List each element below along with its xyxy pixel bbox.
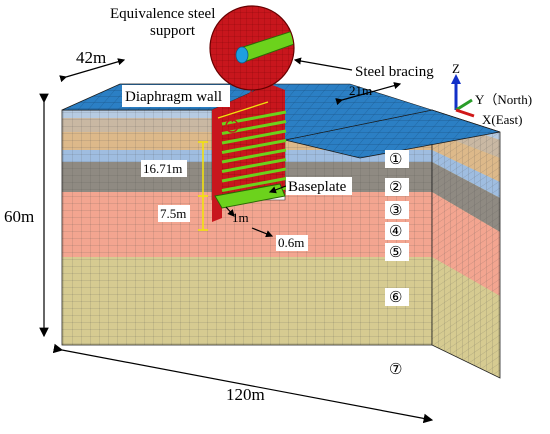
steel-brace-8 (221, 177, 287, 192)
steel-bracing-label: Steel bracing (355, 64, 434, 80)
dim-60m-label: 60m (4, 207, 34, 226)
layer-badges: ① ② ③ ④ ⑤ ⑥ ⑦ (385, 150, 409, 378)
dimensions (39, 57, 434, 424)
y-axis-label: Y（North) (475, 92, 532, 107)
dim-1m-line (225, 206, 235, 217)
support-label-line1: Equivalence steel (110, 6, 215, 22)
x-axis-label: X(East) (482, 112, 522, 127)
dim-0-6m-label: 0.6m (278, 235, 304, 250)
wall-pointer (217, 101, 269, 119)
dim-21m-line (335, 82, 402, 106)
dim-120m-line (52, 343, 434, 424)
labels: Equivalence steel support Steel bracing … (4, 6, 434, 404)
dim-0-6m-line (251, 227, 274, 238)
layer-badge-6: ⑥ (389, 290, 402, 306)
layer-badge-7: ⑦ (389, 362, 402, 378)
zoom-bracing-pipe (235, 29, 294, 64)
baseplate-pointer (268, 185, 287, 194)
zoom-detail (209, 5, 295, 133)
zoom-circle-outline (209, 5, 295, 91)
steel-brace-7 (221, 167, 287, 183)
zoom-target-ring (225, 119, 239, 133)
layer-badge-1: ① (389, 152, 402, 168)
dim-21m-label: 21m (349, 83, 372, 98)
x-axis-arrow (455, 108, 475, 118)
y-axis-arrow (455, 98, 473, 112)
baseplate-label: Baseplate (288, 179, 347, 195)
layer-badge-5: ⑤ (389, 245, 402, 261)
z-axis-label: Z (452, 61, 460, 76)
support-label-line2: support (150, 23, 196, 39)
dim-42m-line (59, 58, 126, 83)
dim-42m-label: 42m (76, 48, 106, 67)
bracing-pointer (293, 57, 353, 71)
steel-brace-6 (221, 158, 287, 173)
zoom-leader (231, 89, 253, 123)
layer-badge-3: ③ (389, 203, 402, 219)
steel-brace-3 (221, 129, 287, 145)
axis-triad: Z Y（North) X(East) (451, 61, 532, 127)
baseplate-slab (214, 183, 286, 209)
diaphragm-wall-label: Diaphragm wall (125, 89, 222, 105)
layer-badge-2: ② (389, 180, 402, 196)
dim-120m-label: 120m (226, 385, 265, 404)
steel-brace-5 (221, 148, 287, 164)
layer-badge-4: ④ (389, 224, 402, 240)
diaphragm-wall-side (212, 106, 222, 222)
dim-16-71m-label: 16.71m (143, 161, 182, 176)
dim-1m-label: 1m (232, 210, 249, 225)
side-face (431, 109, 501, 379)
side-mesh (431, 109, 501, 379)
dim-7-5m-label: 7.5m (160, 206, 186, 221)
steel-brace-4 (221, 139, 287, 154)
